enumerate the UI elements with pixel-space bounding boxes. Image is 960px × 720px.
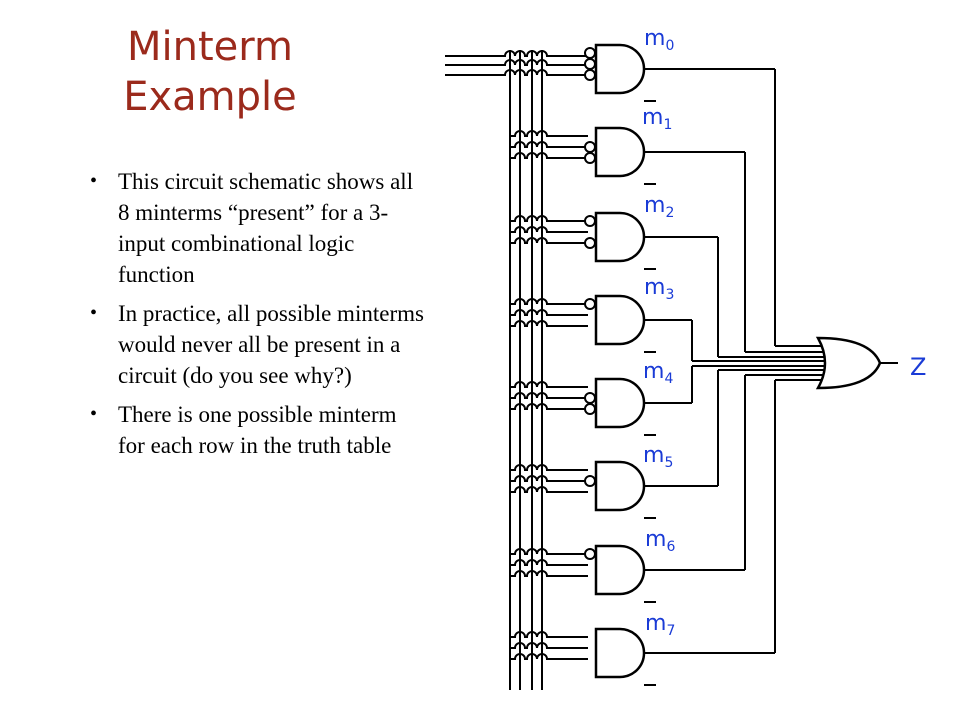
output-label-z: Z <box>910 353 926 381</box>
and-gate <box>594 544 646 596</box>
title-line-1: Minterm <box>127 24 293 70</box>
minterm-label: m3 <box>644 275 674 303</box>
and-gate <box>594 211 646 263</box>
gate-input-wire <box>510 237 588 244</box>
and-gate <box>594 294 646 346</box>
bullet-icon: • <box>90 403 98 425</box>
gate-input-wire <box>510 403 588 410</box>
inverter-bubble <box>584 69 596 81</box>
minterm-subscript: 3 <box>665 287 674 303</box>
and-gate <box>594 43 646 95</box>
bullet-icon: • <box>90 170 98 192</box>
minterm-label: m1 <box>642 105 672 133</box>
gate-input-wire <box>510 226 588 233</box>
inverter-bubble <box>584 141 596 153</box>
gate-input-wire <box>510 309 588 316</box>
inverter-bubble <box>584 237 596 249</box>
minterm-label: m7 <box>645 611 675 639</box>
minterm-label: m4 <box>643 359 673 387</box>
gate-input-wire <box>510 559 588 566</box>
input-wire <box>445 50 588 57</box>
inverter-bubble <box>584 152 596 164</box>
inverter-bubble <box>584 47 596 59</box>
inverter-bubble <box>584 548 596 560</box>
gate-input-wire <box>510 298 588 305</box>
inverter-bubble <box>584 58 596 70</box>
inverter-bubble <box>584 392 596 404</box>
gate-input-wire <box>510 475 588 482</box>
gate-input-wire <box>510 631 588 638</box>
bullet-text: There is one possible minterm for each r… <box>118 402 397 458</box>
minterm-label: m0 <box>644 26 674 54</box>
minterm-label: m2 <box>644 193 674 221</box>
minterm-subscript: 5 <box>664 455 673 471</box>
and-gate <box>594 460 646 512</box>
bullet-text: In practice, all possible minterms would… <box>118 301 424 388</box>
bullet-text: This circuit schematic shows all 8 minte… <box>118 169 414 287</box>
gate-input-wire <box>510 152 588 159</box>
inverter-bubble <box>584 215 596 227</box>
gate-input-wire <box>510 381 588 388</box>
gate-input-wire <box>510 130 588 137</box>
minterm-subscript: 7 <box>666 623 675 639</box>
or-gate <box>815 336 882 390</box>
minterm-subscript: 1 <box>663 117 672 133</box>
input-wire <box>445 69 588 76</box>
bullet-item: • There is one possible minterm for each … <box>84 399 424 461</box>
inverter-bubble <box>584 475 596 487</box>
title-line-2: Example <box>123 74 297 120</box>
gate-input-wire <box>510 570 588 577</box>
input-wire <box>445 59 588 66</box>
bullet-icon: • <box>90 302 98 324</box>
inverter-bubble <box>584 298 596 310</box>
and-gate <box>594 126 646 178</box>
and-gate <box>594 627 646 679</box>
gate-input-wire <box>510 653 588 660</box>
minterm-label: m5 <box>643 443 673 471</box>
bullet-item: • This circuit schematic shows all 8 mint… <box>84 166 424 290</box>
gate-input-wire <box>510 141 588 148</box>
gate-input-wire <box>510 548 588 555</box>
gate-input-wire <box>510 215 588 222</box>
bullet-list: • This circuit schematic shows all 8 mint… <box>84 166 424 469</box>
gate-input-wire <box>510 642 588 649</box>
minterm-subscript: 0 <box>665 38 674 54</box>
minterm-subscript: 6 <box>666 539 675 555</box>
and-gate <box>594 377 646 429</box>
inverter-bubble <box>584 403 596 415</box>
gate-input-wire <box>510 464 588 471</box>
minterm-subscript: 4 <box>664 371 673 387</box>
gate-input-wire <box>510 486 588 493</box>
minterm-label: m6 <box>645 527 675 555</box>
gate-input-wire <box>510 320 588 327</box>
slide-title: Minterm Example <box>90 22 330 122</box>
minterm-subscript: 2 <box>665 205 674 221</box>
bullet-item: • In practice, all possible minterms woul… <box>84 298 424 391</box>
gate-input-wire <box>510 392 588 399</box>
